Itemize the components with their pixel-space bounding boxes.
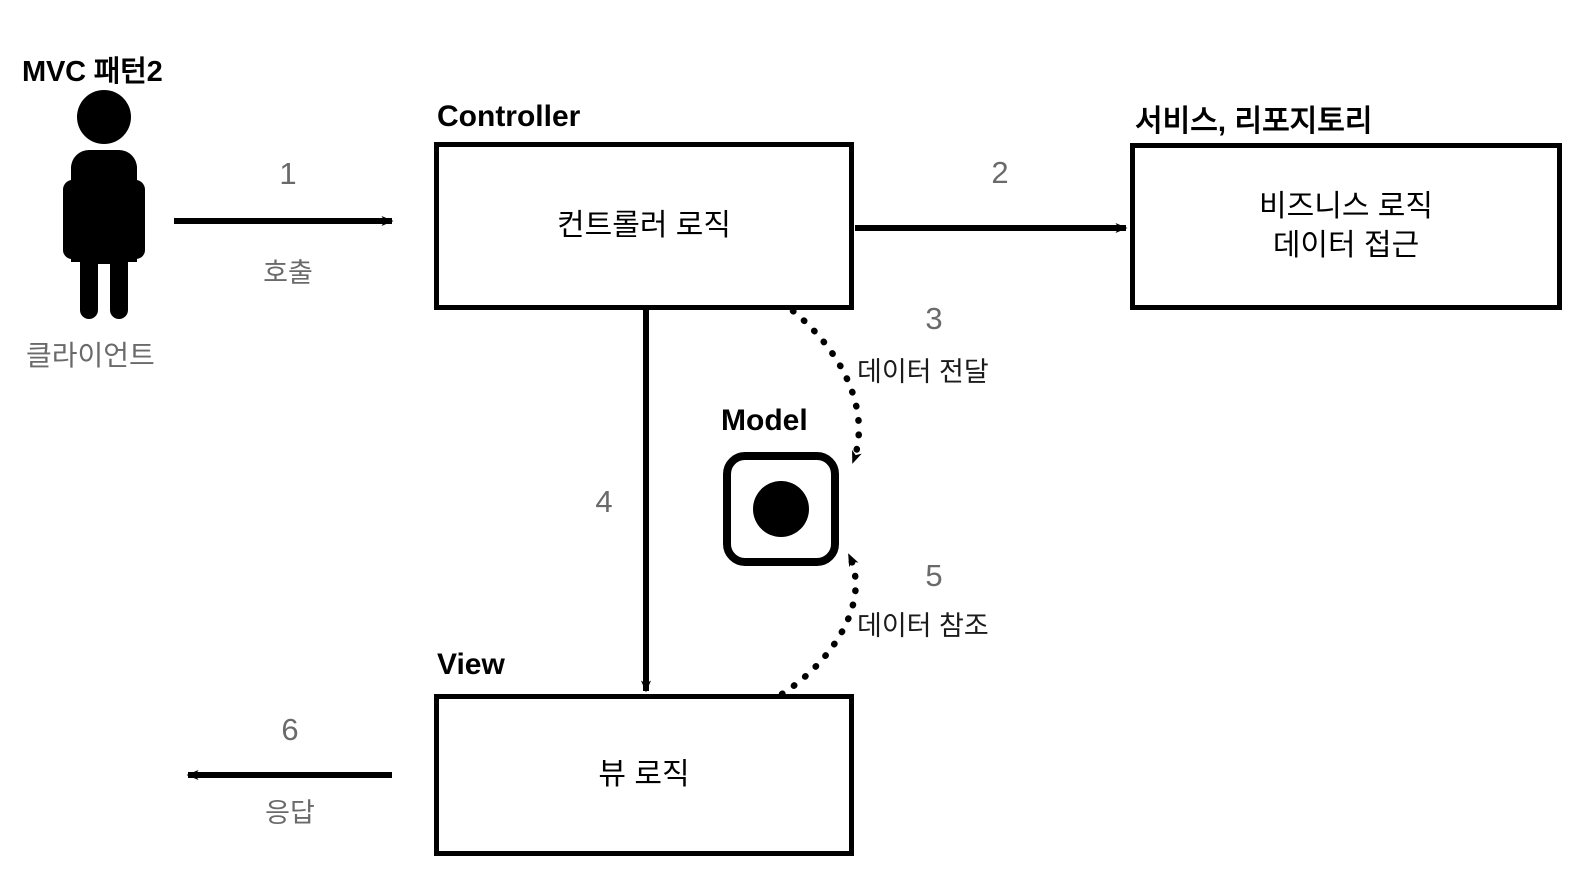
- edge-1-number: 1: [279, 156, 297, 191]
- controller-heading: Controller: [437, 100, 581, 133]
- edge-5-label: 데이터 참조: [857, 611, 989, 641]
- page-title: MVC 패턴2: [22, 56, 163, 88]
- model-node[interactable]: [723, 452, 839, 566]
- person-icon: [62, 90, 146, 319]
- edge-3-number: 3: [925, 301, 943, 336]
- edge-5-arrow: [778, 551, 859, 698]
- edge-5-number: 5: [925, 558, 943, 593]
- service-box[interactable]: 비즈니스 로직 데이터 접근: [1130, 143, 1562, 310]
- edge-3-label: 데이터 전달: [857, 357, 989, 387]
- edge-6-number: 6: [281, 712, 299, 747]
- view-box[interactable]: 뷰 로직: [434, 694, 854, 856]
- service-body-line2: 데이터 접근: [1272, 228, 1420, 262]
- edge-2-number: 2: [991, 155, 1009, 190]
- view-body-text: 뷰 로직: [598, 757, 690, 791]
- controller-box[interactable]: 컨트롤러 로직: [434, 142, 854, 310]
- service-body-line1: 비즈니스 로직: [1259, 190, 1433, 224]
- edge-3-arrow: [789, 307, 863, 466]
- filled-circle-icon: [753, 481, 809, 537]
- edge-6-label: 응답: [265, 798, 315, 828]
- edge-1-label: 호출: [263, 258, 313, 288]
- client-label: 클라이언트: [26, 340, 155, 371]
- service-body-text: 비즈니스 로직 데이터 접근: [1259, 188, 1433, 265]
- view-heading: View: [437, 648, 505, 681]
- service-heading: 서비스, 리포지토리: [1135, 105, 1373, 138]
- controller-body-text: 컨트롤러 로직: [557, 208, 731, 242]
- model-heading: Model: [721, 404, 808, 437]
- edge-4-number: 4: [595, 484, 613, 519]
